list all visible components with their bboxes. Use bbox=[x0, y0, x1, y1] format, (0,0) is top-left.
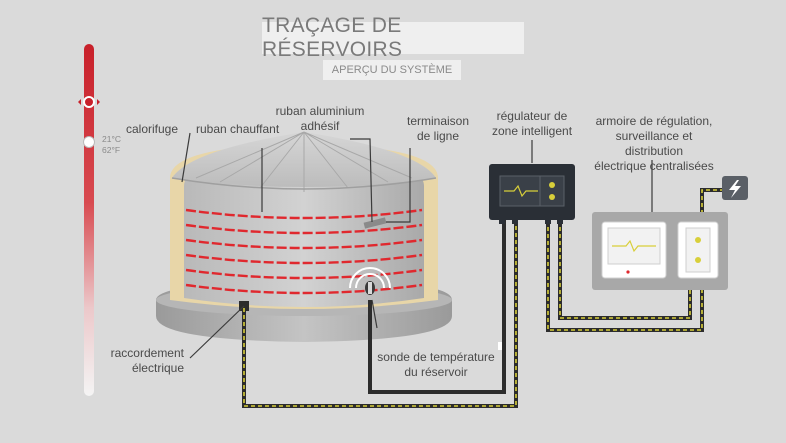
label-calorifuge: calorifuge bbox=[126, 122, 179, 136]
thermometer-gauge bbox=[78, 44, 100, 396]
label-raccordement: raccordement électrique bbox=[110, 346, 184, 375]
label-ruban-aluminium: ruban aluminium adhésif bbox=[275, 104, 365, 133]
marker-left-arrow bbox=[78, 99, 81, 105]
leader-lines bbox=[181, 132, 653, 359]
cables bbox=[242, 188, 724, 408]
temperature-probe bbox=[349, 267, 391, 295]
heating-tape-lines bbox=[185, 208, 423, 295]
thermometer-bar bbox=[84, 44, 94, 396]
label-regulateur: régulateur de zone intelligent bbox=[491, 109, 573, 138]
label-sonde: sonde de température du réservoir bbox=[377, 350, 495, 379]
thermometer-knob bbox=[83, 136, 95, 148]
temperature-celsius: 21°C bbox=[102, 134, 121, 144]
page-subtitle: APERÇU DU SYSTÈME bbox=[323, 60, 461, 80]
thermometer-marker bbox=[83, 96, 95, 108]
zone-controller bbox=[489, 164, 575, 224]
aluminium-tape bbox=[363, 217, 387, 229]
label-armoire: armoire de régulation, surveillance et d… bbox=[594, 114, 714, 173]
lightning-bolt-icon bbox=[722, 176, 748, 200]
page-title: TRAÇAGE DE RÉSERVOIRS bbox=[262, 14, 524, 61]
label-ruban-chauffant: ruban chauffant bbox=[196, 122, 280, 136]
label-terminaison: terminaison de ligne bbox=[406, 114, 470, 143]
marker-right-arrow bbox=[97, 99, 100, 105]
temperature-fahrenheit: 62°F bbox=[102, 145, 121, 155]
control-cabinet bbox=[592, 212, 728, 290]
tank bbox=[156, 131, 452, 342]
